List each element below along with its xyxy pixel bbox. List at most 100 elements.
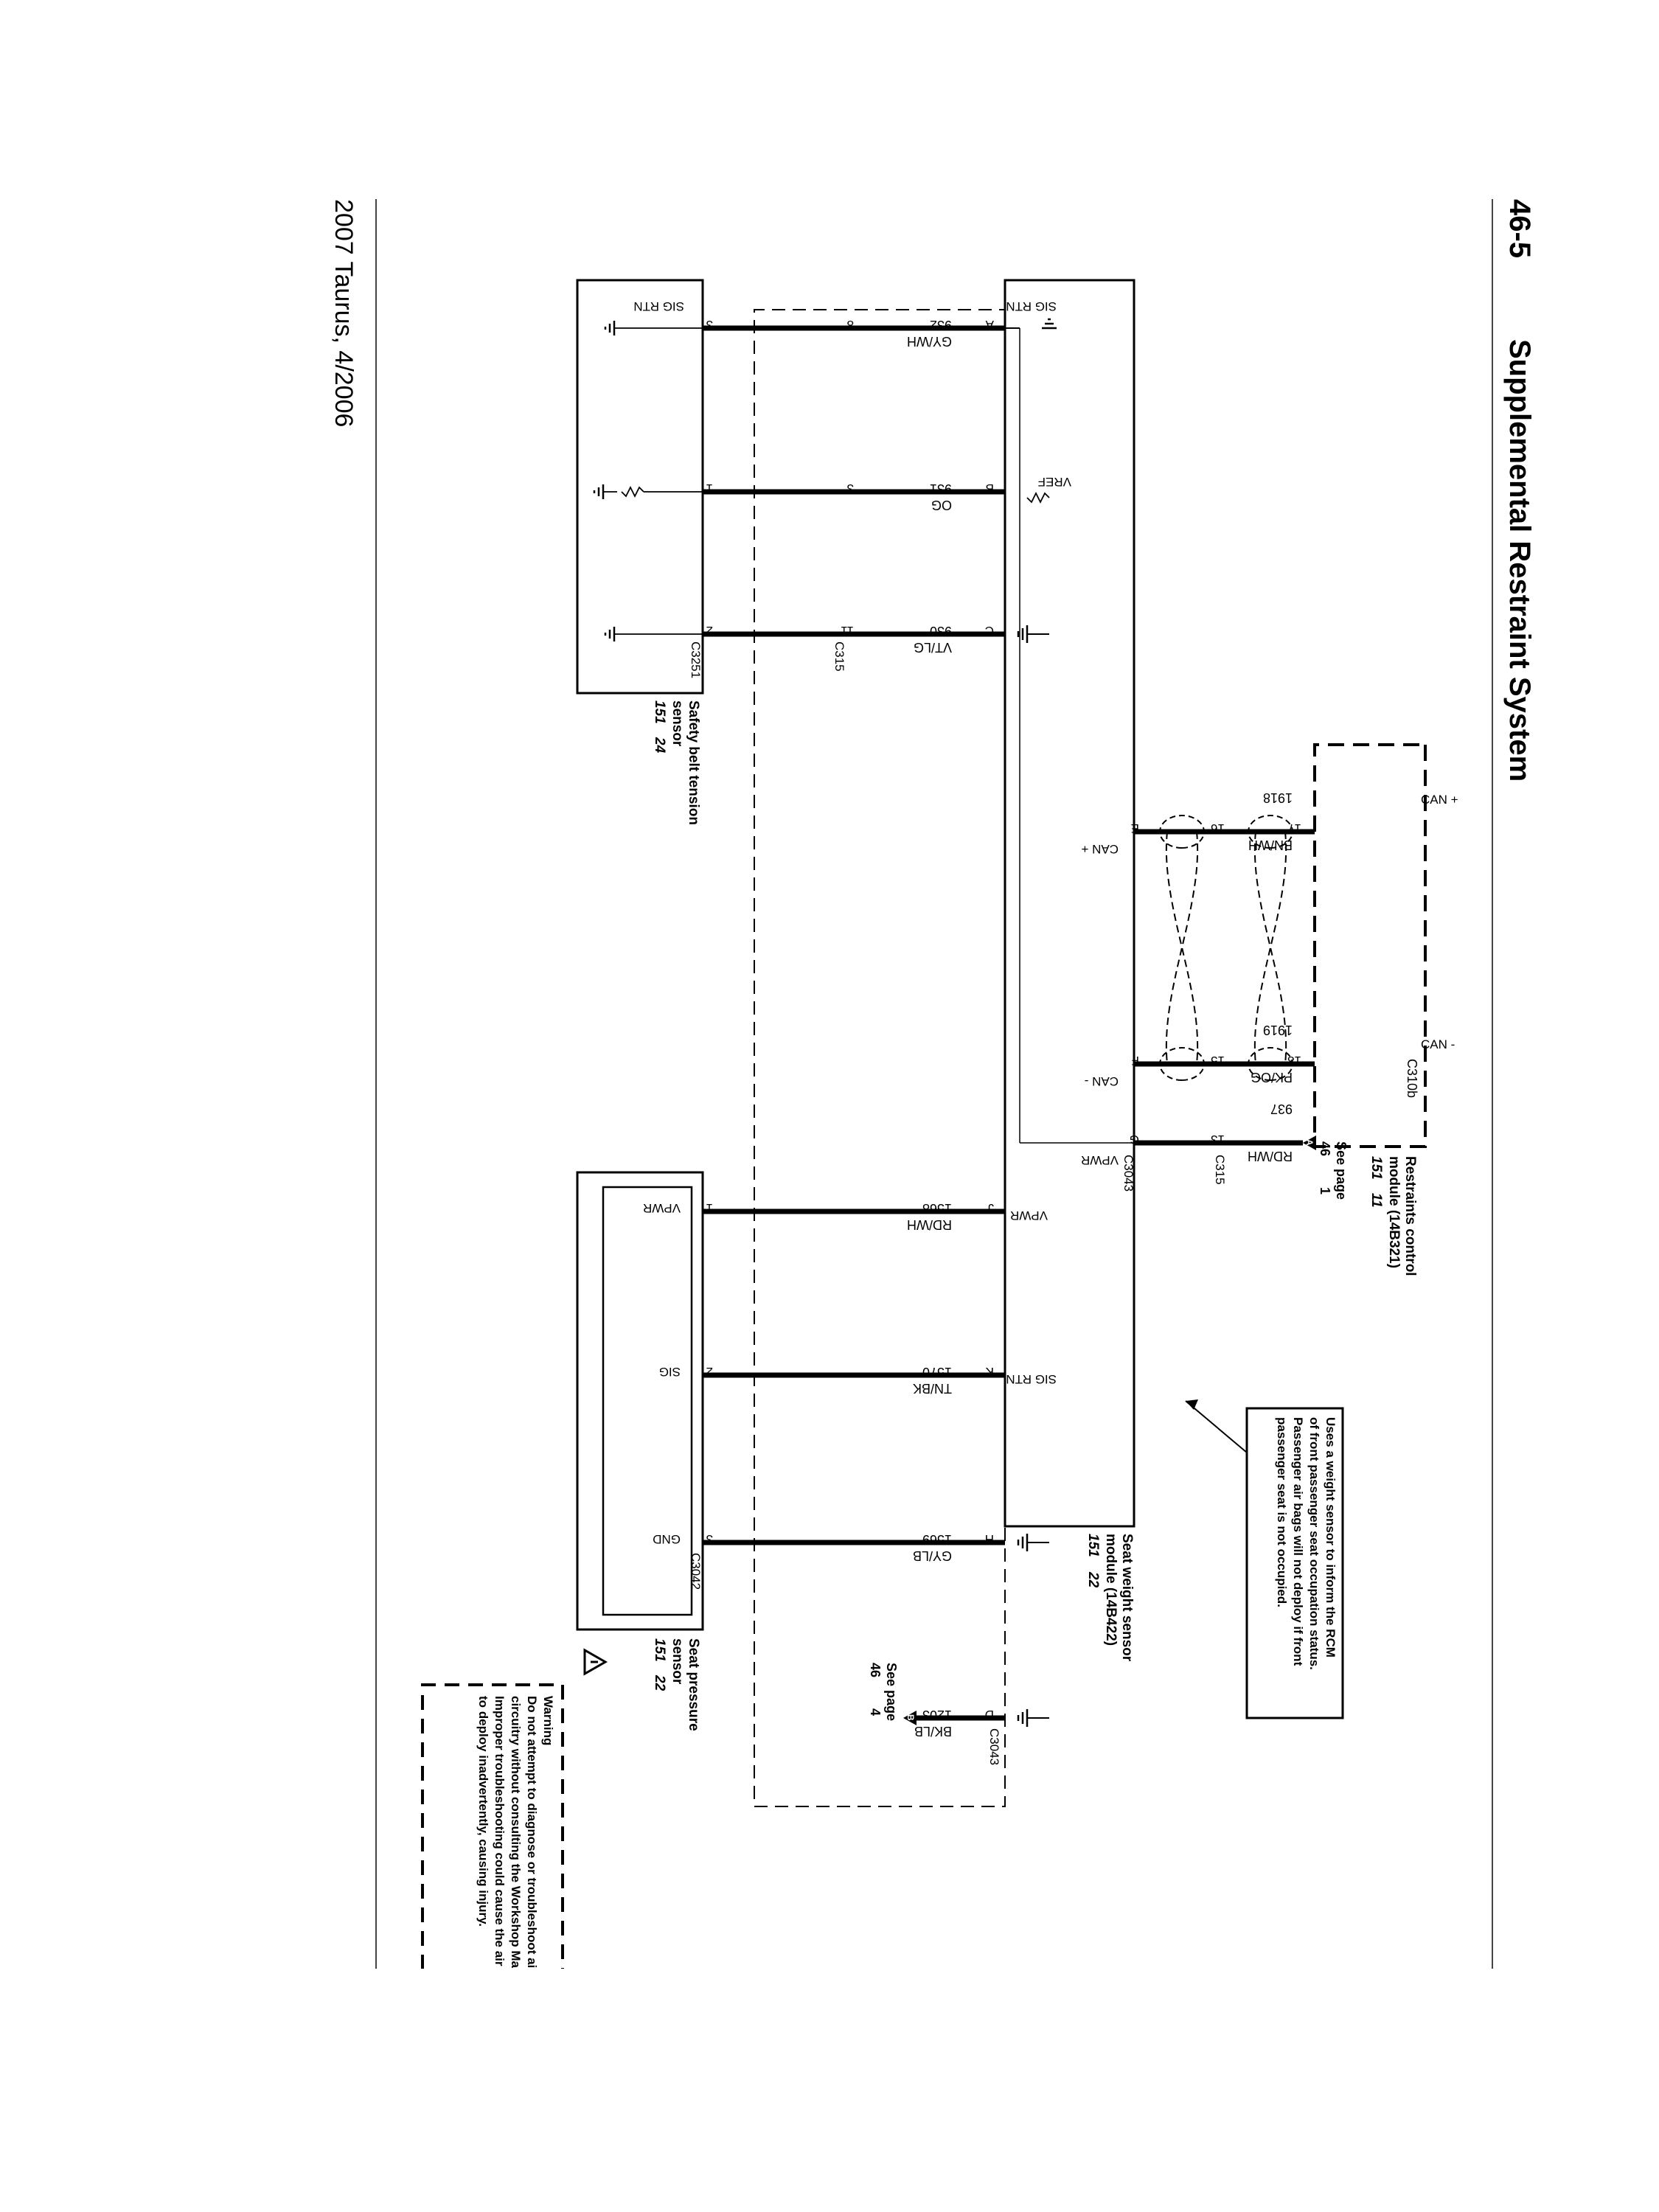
c315-pin-3: 3	[847, 481, 854, 495]
see-page-b-sub: 4	[868, 1708, 883, 1716]
note-box: Uses a weight sensor to inform the RCM o…	[1185, 1399, 1344, 1719]
belt-pin-3: 3	[706, 318, 713, 332]
color-bk-lb: BK/LB	[914, 1724, 952, 1739]
module-pin-k: K	[985, 1365, 994, 1379]
warning-title: Warning	[541, 1696, 555, 1745]
pressure-label-gnd: GND	[653, 1532, 681, 1546]
color-og: OG	[931, 498, 952, 512]
pressure-pin-1: 1	[706, 1201, 713, 1215]
module-ref-a: 151	[1085, 1534, 1101, 1557]
ref-b-letter: B	[905, 1714, 916, 1721]
module-label-vpwr-j: VPWR	[1010, 1208, 1048, 1222]
c315-pin-13: 13	[1211, 1133, 1225, 1147]
color-gy-lb: GY/LB	[913, 1548, 952, 1563]
seat-weight-sensor-module: Seat weight sensor module (14B422) 151 2…	[1004, 279, 1135, 1662]
belt-pin-2: 2	[706, 624, 713, 638]
module-label-vref: VREF	[1038, 475, 1071, 489]
color-pk-og: PK/OG	[1251, 1070, 1293, 1085]
see-page-b-page: 46	[868, 1663, 883, 1677]
note-line-2: of front passenger seat occupation statu…	[1307, 1417, 1321, 1670]
circuit-1203: 1203	[922, 1708, 952, 1722]
module-pin-d: D	[985, 1708, 994, 1722]
rotated-sheet: 46-5 Supplemental Restraint System 2007 …	[282, 199, 1536, 1969]
warning-line-2: circuitry without consulting the Worksho…	[509, 1696, 523, 1969]
circuit-1570: 1570	[922, 1365, 952, 1380]
warning-line-1: Do not attempt to diagnose or troublesho…	[525, 1696, 539, 1969]
module-box	[1004, 279, 1135, 1528]
rcm-pin-18: 18	[1287, 1054, 1301, 1068]
c315-pin-16: 16	[1211, 821, 1225, 835]
warning-icon	[583, 1648, 608, 1676]
note-line-4: passenger seat is not occupied.	[1275, 1417, 1289, 1607]
circuit-937: 937	[1270, 1102, 1293, 1116]
c315-pin-11: 11	[841, 624, 854, 638]
belt-ref-a: 151	[652, 700, 667, 724]
circuit-931: 931	[930, 481, 952, 496]
color-vt-lg: VT/LG	[914, 640, 952, 655]
belt-pin-1: 1	[706, 481, 713, 495]
see-page-a-label: See page	[1334, 1141, 1349, 1200]
can-bus-wires: 17 18 1918 BN/WH 1919 PK/OG 16 15 E F	[1131, 790, 1315, 1085]
c315-pin-15: 15	[1211, 1054, 1225, 1068]
vpwr-feed-937: See page 46 1 A 937 RD/WH 13 C315 G C304…	[1121, 1102, 1349, 1200]
color-tn-bk: TN/BK	[913, 1381, 952, 1396]
safety-belt-tension-sensor: 3 1 2 C3251 SIG RTN Safety belt tension …	[576, 279, 713, 825]
ref-a-letter: A	[1304, 1139, 1315, 1146]
module-pin-j: J	[988, 1201, 995, 1215]
belt-ref-b: 24	[652, 737, 667, 754]
pressure-label-vpwr: VPWR	[643, 1201, 681, 1215]
circuit-1569: 1569	[922, 1532, 952, 1547]
color-bn-wh: BN/WH	[1248, 838, 1293, 852]
c315-label-belt: C315	[832, 641, 846, 672]
module-ref-b: 22	[1085, 1571, 1101, 1588]
c315-label-937: C315	[1213, 1155, 1227, 1185]
module-pin-c: C	[985, 624, 994, 638]
wiring-diagram: Restraints control module (14B321) 151 1…	[421, 279, 1458, 1969]
module-label-can-minus: CAN -	[1085, 1074, 1119, 1088]
pressure-ref-a: 151	[652, 1638, 667, 1662]
module-label-vpwr-g: VPWR	[1081, 1153, 1119, 1167]
rcm-name-1: Restraints control	[1402, 1156, 1418, 1276]
pressure-pin-2: 2	[706, 1365, 713, 1379]
c315-pin-8: 8	[847, 318, 854, 332]
module-label-can-plus: CAN +	[1081, 842, 1119, 856]
module-pin-f: F	[1132, 1054, 1139, 1068]
module-label-sig-rtn-k: SIG RTN	[1006, 1372, 1057, 1386]
module-pin-h: H	[985, 1532, 994, 1546]
ref-a-marker	[1303, 1135, 1316, 1150]
pressure-ref-b: 22	[652, 1674, 667, 1691]
rcm-ref-a: 151	[1368, 1156, 1384, 1180]
module-pin-a: A	[985, 318, 994, 332]
warning-line-3: Improper troubleshooting could cause the…	[493, 1696, 507, 1969]
belt-connector: C3251	[689, 641, 703, 678]
pressure-name-2: sensor	[669, 1638, 685, 1685]
belt-name-1: Safety belt tension	[686, 700, 701, 825]
see-page-b-label: See page	[884, 1663, 899, 1721]
belt-name-2: sensor	[669, 700, 685, 747]
module-name-2: module (14B422)	[1103, 1534, 1119, 1646]
rcm-pin-label-can-plus: CAN +	[1421, 793, 1458, 807]
module-internal-symbols: SIG RTN VREF SIG RTN VPWR	[1005, 299, 1071, 1728]
note-line-3: Passenger air bags will not deploy if fr…	[1291, 1417, 1305, 1666]
rcm-connector: C310b	[1405, 1059, 1419, 1098]
ref-b-marker	[903, 1711, 917, 1725]
module-connector-top: C3043	[1121, 1155, 1135, 1192]
rcm-ref-b: 11	[1368, 1193, 1384, 1208]
rcm-name-2: module (14B321)	[1386, 1156, 1402, 1268]
circuit-932: 932	[930, 318, 952, 333]
note-line-1: Uses a weight sensor to inform the RCM	[1324, 1417, 1338, 1658]
circuit-1919: 1919	[1263, 1023, 1293, 1037]
module-label-sig-rtn-a: SIG RTN	[1006, 299, 1057, 313]
module-pin-b: B	[986, 481, 994, 495]
rcm-box	[1313, 743, 1427, 1148]
circuit-1918: 1918	[1263, 790, 1293, 805]
color-rd-wh-1568: RD/WH	[907, 1217, 952, 1232]
pressure-pin-3: 3	[706, 1532, 713, 1546]
see-page-a-sub: 1	[1318, 1187, 1332, 1194]
rcm-pin-label-can-minus: CAN -	[1421, 1037, 1455, 1051]
warning-box: Warning Do not attempt to diagnose or tr…	[421, 1648, 608, 1969]
see-page-a-page: 46	[1318, 1141, 1332, 1156]
rcm-pin-17: 17	[1287, 821, 1301, 835]
pressure-name-1: Seat pressure	[686, 1638, 701, 1731]
